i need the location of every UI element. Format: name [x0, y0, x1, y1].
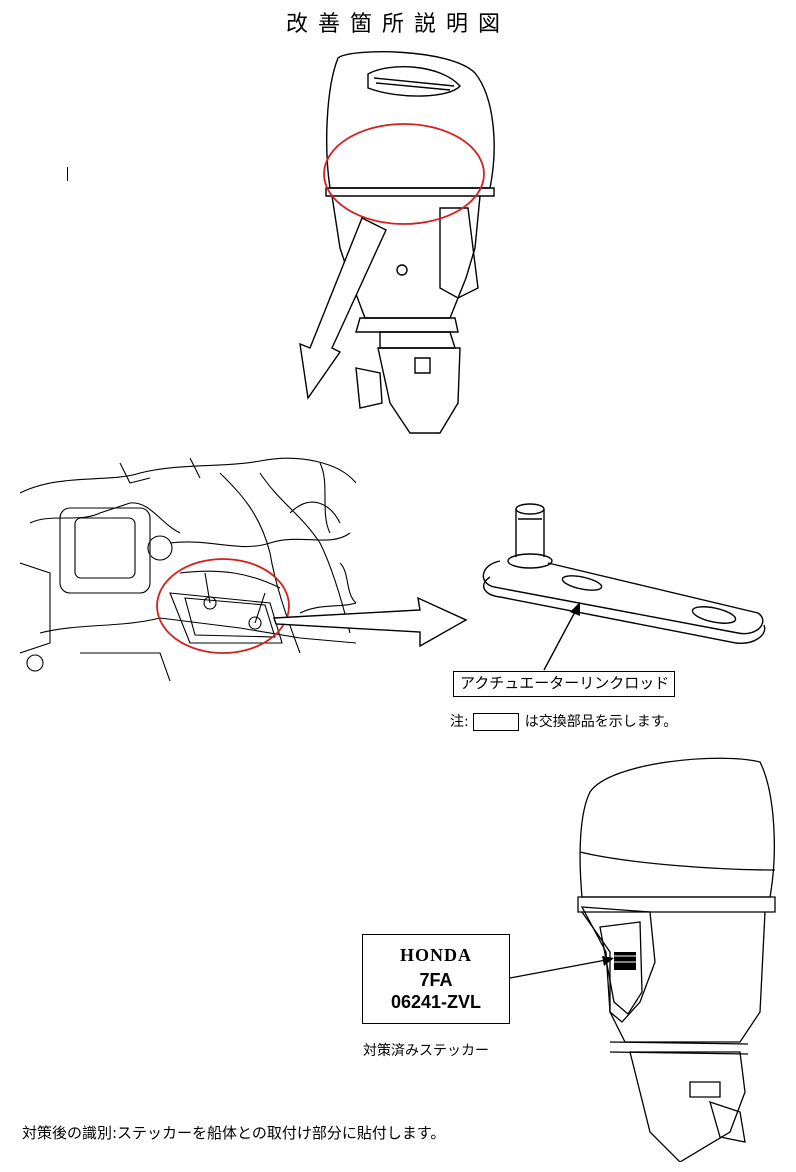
part-label-box: アクチュエーターリンクロッド: [453, 671, 675, 697]
outboard-motor-illustration-top: [299, 51, 495, 434]
sticker-code-2: 06241-ZVL: [390, 992, 482, 1012]
actuator-link-rod-illustration: [482, 503, 766, 644]
callout-arrow-detail: [273, 596, 468, 648]
countermeasure-sticker: HONDA 7FA 06241-ZVL: [362, 934, 510, 1024]
margin-mark: [67, 167, 68, 181]
highlight-circle-detail: [156, 558, 290, 654]
note-suffix: は交換部品を示します。: [524, 714, 678, 730]
highlight-circle-top: [323, 123, 485, 225]
leader-arrow-rod: [543, 602, 580, 671]
replacement-note: 注: は交換部品を示します。: [450, 711, 677, 733]
sticker-caption: 対策済みステッカー: [363, 1043, 489, 1059]
engine-detail-illustration: [20, 453, 356, 681]
outboard-motor-illustration-bottom: [577, 757, 776, 1162]
leader-arrow-sticker: [509, 956, 614, 979]
identification-note: 対策後の識別:ステッカーを船体との取付け部分に貼付します。: [22, 1124, 446, 1142]
sticker-brand: HONDA: [400, 945, 472, 965]
note-prefix: 注:: [450, 714, 469, 730]
callout-arrow-top: [299, 217, 387, 400]
sticker-code-1: 7FA: [419, 970, 453, 990]
note-legend-box: [472, 713, 519, 731]
page-title: 改善箇所説明図: [285, 12, 510, 37]
